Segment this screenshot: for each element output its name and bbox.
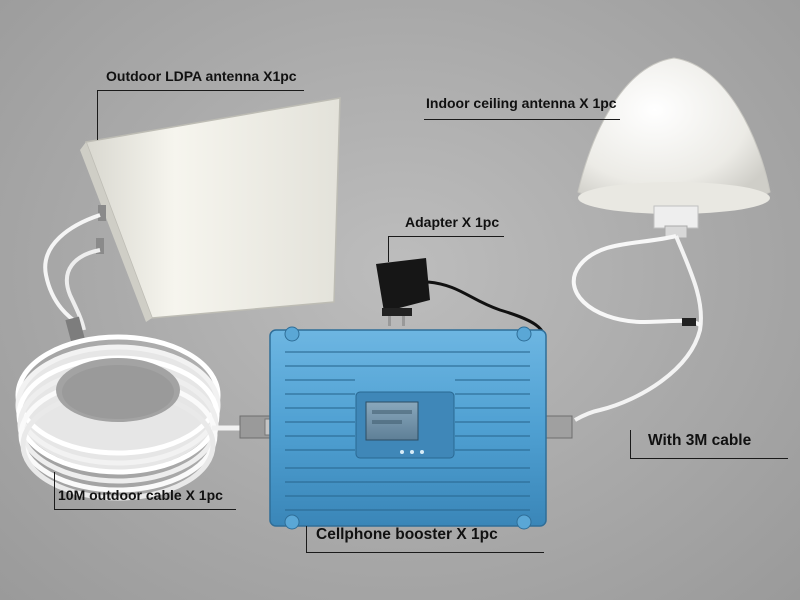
booster-leader (306, 552, 544, 553)
outdoor-antenna-label: Outdoor LDPA antenna X1pc (106, 68, 297, 84)
ldpa-jumper-cable (43, 213, 101, 327)
ldpa-antenna (80, 97, 341, 322)
adapter-label: Adapter X 1pc (405, 214, 500, 230)
cable-3m-leader-rise (630, 430, 631, 458)
indoor-antenna-leader (424, 119, 620, 120)
cable-3m-label: With 3M cable (648, 432, 752, 449)
outdoor-antenna-leader-drop (97, 90, 98, 140)
adapter-leader-drop (388, 236, 389, 262)
outdoor-cable-leader-rise (54, 472, 55, 509)
coiled-outdoor-cable (15, 334, 221, 501)
outdoor-antenna-leader (97, 90, 304, 91)
ceiling-antenna-cable (574, 235, 703, 422)
cellphone-booster (269, 326, 547, 530)
outdoor-cable-leader (54, 509, 236, 510)
indoor-antenna-label: Indoor ceiling antenna X 1pc (426, 95, 617, 111)
booster-label: Cellphone booster X 1pc (316, 526, 498, 543)
booster-leader-rise (306, 526, 307, 552)
cable-3m-leader (630, 458, 788, 459)
adapter-leader (388, 236, 504, 237)
ceiling-antenna (577, 57, 771, 239)
outdoor-cable-label: 10M outdoor cable X 1pc (58, 487, 223, 503)
